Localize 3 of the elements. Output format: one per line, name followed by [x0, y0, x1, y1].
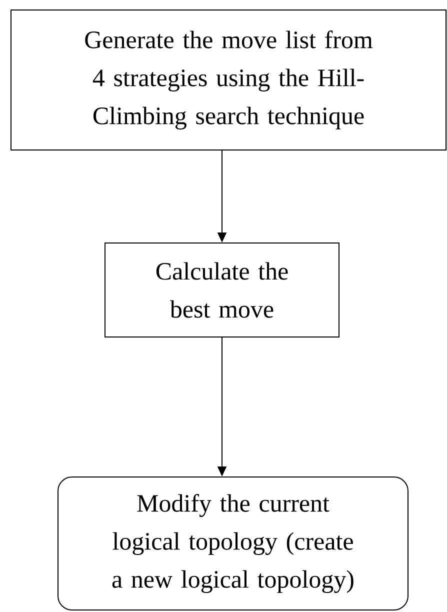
process-box: Calculate the best move [104, 242, 340, 338]
process-box: Generate the move list from 4 strategies using the Hill-Climbing search technique [10, 10, 446, 150]
rounded-box: Modify the current logical topology (create a new logical topology) [58, 476, 408, 610]
